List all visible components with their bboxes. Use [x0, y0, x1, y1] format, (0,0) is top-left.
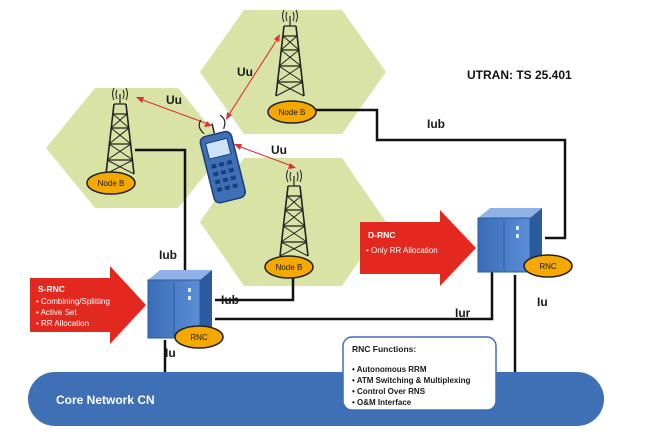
d-rnc-item: • Only RR Allocation — [366, 246, 438, 255]
rnc-label: RNC — [190, 333, 208, 342]
core-network-label: Core Network CN — [56, 393, 155, 407]
cell-hexagon-bottom — [200, 158, 386, 286]
s-rnc-item: • Combining/Splitting — [36, 297, 110, 306]
uu-label: Uu — [166, 93, 182, 107]
uu-label: Uu — [237, 65, 253, 79]
s-rnc-arrow: S-RNC • Combining/Splitting • Active Set… — [30, 266, 146, 344]
node-b-bottom: Node B — [264, 255, 314, 279]
iub-label: Iub — [221, 293, 239, 307]
cell-hexagon-left — [46, 88, 227, 208]
d-rnc-arrow: D-RNC • Only RR Allocation — [360, 210, 476, 286]
d-rnc-cabinet-icon — [477, 208, 542, 273]
node-b-label: Node B — [279, 108, 306, 117]
mobile-phone-icon — [198, 114, 247, 204]
diagram-title: UTRAN: TS 25.401 — [467, 68, 572, 82]
rnc-label: RNC — [539, 262, 557, 271]
radio-links — [139, 37, 293, 167]
node-b-top: Node B — [267, 100, 317, 124]
iub-label: Iub — [427, 117, 445, 131]
d-rnc-node: RNC — [523, 254, 573, 278]
s-rnc-node: RNC — [174, 325, 224, 349]
uu-label: Uu — [271, 143, 287, 157]
rnc-function-item: • Control Over RNS — [352, 387, 426, 396]
node-b-label: Node B — [276, 263, 303, 272]
s-rnc-cabinet-icon — [147, 270, 212, 339]
node-b-left: Node B — [86, 171, 136, 195]
node-b-label: Node B — [98, 179, 125, 188]
s-rnc-item: • Active Set — [36, 308, 77, 317]
iur-label: Iur — [455, 306, 471, 320]
rnc-functions-title: RNC Functions: — [352, 344, 416, 354]
rnc-function-item: • Autonomous RRM — [352, 365, 427, 374]
cell-hexagon-top — [200, 10, 386, 134]
radio-link-arrowheads — [136, 34, 296, 169]
s-rnc-title: S-RNC — [38, 284, 65, 294]
iu-label: Iu — [165, 346, 176, 360]
rnc-function-item: • O&M Interface — [352, 398, 412, 407]
iu-label: Iu — [537, 295, 548, 309]
rnc-function-item: • ATM Switching & Multiplexing — [352, 376, 470, 385]
s-rnc-item: • RR Allocation — [36, 319, 89, 328]
d-rnc-title: D-RNC — [368, 230, 395, 240]
rnc-functions-box: RNC Functions: • Autonomous RRM • ATM Sw… — [342, 336, 497, 411]
iub-label: Iub — [159, 248, 177, 262]
